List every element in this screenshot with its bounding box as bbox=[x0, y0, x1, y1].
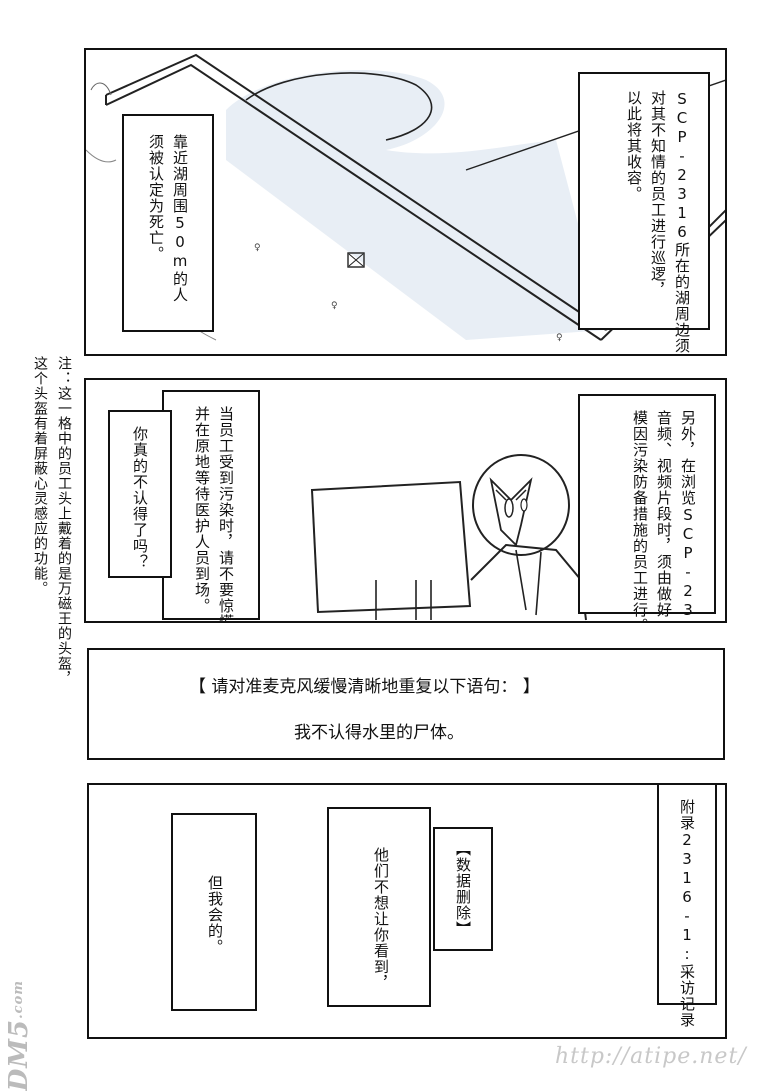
caption-box-death: 靠近湖周围50m的人 须被认定为死亡。 bbox=[122, 114, 214, 332]
caption-box-question: 你真的不认得了吗？ bbox=[108, 410, 172, 578]
caption-death-text: 靠近湖周围50m的人 须被认定为死亡。 bbox=[147, 134, 189, 303]
caption-box-meme: 另外，在浏览SCP-2316的 音频、视频片段时，须由做好 模因污染防备措施的员… bbox=[578, 394, 716, 621]
caption-box-redacted: 【数据删除】 bbox=[433, 827, 493, 951]
svg-text:♀: ♀ bbox=[556, 333, 563, 343]
side-note: 注：这一格中的员工头上戴着的是万磁王的头盔， 这个头盔有着屏蔽心灵感应的功能。 bbox=[32, 356, 72, 686]
caption-calm-text: 当员工受到污染时，请不要惊慌， 并在原地等待医护人员到场。 bbox=[193, 406, 235, 623]
caption-question-text: 你真的不认得了吗？ bbox=[131, 426, 149, 570]
panel-appendix: 附录2316-1:采访记录 【数据删除】 他们不想让你看到， 但我会的。 bbox=[87, 783, 727, 1039]
hidden-text: 他们不想让你看到， bbox=[372, 847, 390, 991]
instruction-line: 【 请对准麦克风缓慢清晰地重复以下语句： 】 bbox=[189, 677, 540, 697]
panel-monitor: 另外，在浏览SCP-2316的 音频、视频片段时，须由做好 模因污染防备措施的员… bbox=[84, 378, 727, 623]
caption-box-calm: 当员工受到污染时，请不要惊慌， 并在原地等待医护人员到场。 bbox=[162, 390, 260, 623]
will-text: 但我会的。 bbox=[206, 875, 224, 955]
svg-text:♀: ♀ bbox=[254, 243, 261, 253]
redacted-text: 【数据删除】 bbox=[454, 841, 472, 937]
employee-illustration bbox=[310, 454, 587, 621]
dm5-logo-sub: .com bbox=[11, 980, 26, 1019]
panel-instruction: 【 请对准麦克风缓慢清晰地重复以下语句： 】 我不认得水里的尸体。 bbox=[87, 648, 725, 760]
svg-text:♀: ♀ bbox=[331, 301, 338, 311]
url-watermark: http://atipe.net/ bbox=[555, 1044, 747, 1069]
caption-box-will: 但我会的。 bbox=[171, 813, 257, 1011]
caption-patrol-text: SCP-2316所在的湖周边须由 对其不知情的员工进行巡逻， 以此将其收容。 bbox=[625, 90, 691, 356]
caption-meme-text: 另外，在浏览SCP-2316的 音频、视频片段时，须由做好 模因污染防备措施的员… bbox=[631, 410, 697, 623]
quote-line: 我不认得水里的尸体。 bbox=[294, 723, 464, 743]
caption-box-patrol: SCP-2316所在的湖周边须由 对其不知情的员工进行巡逻， 以此将其收容。 bbox=[578, 72, 710, 354]
panel-lake: ♀ ♀ ♀ SCP-2316所在的湖周边须由 对其不知情的员工进行巡逻， 以此将… bbox=[84, 48, 727, 356]
appendix-title-text: 附录2316-1:采访记录 bbox=[678, 799, 696, 1028]
dm5-logo-text: DM5 bbox=[4, 1018, 34, 1091]
dm5-logo: DM5.com bbox=[4, 980, 34, 1091]
caption-box-appendix-title: 附录2316-1:采访记录 bbox=[657, 785, 717, 1028]
caption-box-hidden: 他们不想让你看到， bbox=[327, 807, 431, 1007]
